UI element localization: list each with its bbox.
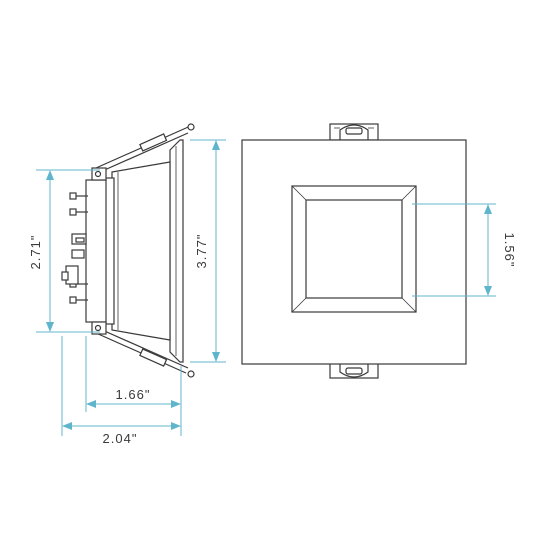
dimension-side-height xyxy=(36,169,100,333)
side-view xyxy=(61,123,195,378)
dimension-body-depth xyxy=(85,336,182,412)
connector-block xyxy=(61,167,107,335)
trim-flange-side xyxy=(169,139,184,363)
overall-depth-label: 2.04" xyxy=(103,431,138,446)
top-spring-clip xyxy=(95,123,195,173)
housing-body xyxy=(103,161,171,341)
dimension-inner-aperture xyxy=(412,203,496,297)
bottom-spring-clip xyxy=(95,328,195,378)
front-view xyxy=(241,123,467,379)
inner-aperture-label: 1.56" xyxy=(502,233,517,268)
top-mounting-tab xyxy=(329,123,379,141)
inner-reflector xyxy=(291,185,417,313)
body-depth-label: 1.66" xyxy=(116,387,151,402)
dimension-overall-depth xyxy=(61,336,182,436)
dimension-trim-height xyxy=(190,139,226,363)
side-height-label: 2.71" xyxy=(28,235,43,270)
bottom-mounting-tab xyxy=(329,361,379,379)
trim-height-label: 3.77" xyxy=(194,234,209,269)
